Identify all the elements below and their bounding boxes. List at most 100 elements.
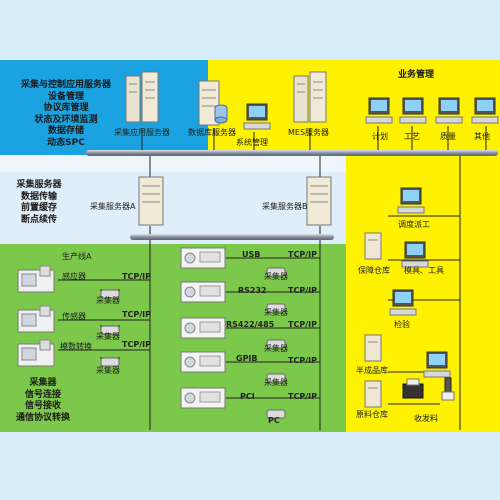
control-item: 设备管理 bbox=[47, 91, 84, 102]
feeding-label: 收发料 bbox=[414, 414, 438, 423]
line-a-device-label: 感应器 bbox=[62, 272, 86, 281]
machine-tool-icon bbox=[16, 304, 56, 340]
main-network-bus bbox=[86, 150, 498, 156]
control-item: 数据存储 bbox=[47, 126, 84, 136]
control-item: 动态SPC bbox=[47, 137, 85, 148]
collector-icon bbox=[266, 334, 286, 353]
computer-icon bbox=[435, 97, 463, 130]
collector-icon bbox=[100, 284, 120, 303]
computer-icon bbox=[397, 187, 425, 220]
computer-icon bbox=[365, 97, 393, 130]
interface-label: GPIB bbox=[236, 354, 258, 363]
app-server-label: 采集应用服务器 bbox=[114, 128, 170, 137]
zone-divider-right bbox=[346, 155, 500, 161]
computer-icon bbox=[243, 103, 271, 136]
machine-tool-icon bbox=[180, 280, 226, 308]
machine-protocol: TCP/IP bbox=[288, 392, 317, 401]
finished-label: 半成品库 bbox=[356, 366, 388, 375]
computer-icon bbox=[423, 351, 451, 384]
warehouse-icon bbox=[364, 380, 382, 412]
collect-item: 前置缓存 bbox=[20, 203, 57, 213]
line-a-device-label: 传感器 bbox=[62, 312, 86, 321]
collector-icon bbox=[100, 352, 120, 371]
interface-label: USB bbox=[242, 250, 261, 259]
business-terminal-label: 计划 bbox=[372, 132, 388, 141]
machine-collector-label: 采集器 bbox=[264, 308, 288, 317]
interface-label: RS232 bbox=[238, 286, 267, 295]
zone-divider bbox=[0, 155, 346, 172]
line-a-collector-label: 采集器 bbox=[96, 332, 120, 341]
raw-label: 原料仓库 bbox=[356, 410, 388, 419]
collector-icon bbox=[266, 298, 286, 317]
business-title: 业务管理 bbox=[398, 70, 435, 80]
machine-tool-icon bbox=[180, 386, 226, 414]
dispatch-label: 调度派工 bbox=[398, 220, 430, 229]
sys-mgmt-label: 系统管理 bbox=[236, 138, 268, 147]
line-a-title: 生产线A bbox=[62, 252, 92, 261]
field-functions: 采集器 信号连接 信号接收 通信协议转换 bbox=[8, 378, 78, 424]
machine-tool-icon bbox=[16, 338, 56, 374]
collector-icon bbox=[100, 320, 120, 339]
tools-label: 模具、工具 bbox=[404, 266, 444, 275]
business-terminal-label: 工艺 bbox=[404, 132, 420, 141]
machine-tool-icon bbox=[180, 246, 226, 274]
line-a-device-label: 模数转换 bbox=[60, 342, 92, 351]
field-item: 信号连接 bbox=[24, 389, 61, 400]
server-icon bbox=[198, 80, 220, 130]
server-icon bbox=[124, 71, 160, 132]
field-item: 信号接收 bbox=[24, 401, 61, 411]
data-server-label: 数据库服务器 bbox=[188, 128, 236, 137]
machine-protocol: TCP/IP bbox=[288, 320, 317, 329]
machine-tool-icon bbox=[180, 316, 226, 344]
field-zone bbox=[0, 244, 346, 432]
control-item: 状态及环境监测 bbox=[34, 114, 98, 125]
machine-collector-label: 采集器 bbox=[264, 378, 288, 387]
inspect-label: 检验 bbox=[394, 320, 410, 329]
collect-server-a-label: 采集服务器A bbox=[90, 202, 136, 211]
collector-icon bbox=[266, 404, 286, 423]
line-a-protocol: TCP/IP bbox=[122, 272, 151, 281]
machine-collector-label: 采集器 bbox=[264, 272, 288, 281]
field-item: 通信协议转换 bbox=[15, 412, 70, 423]
collect-server-b-label: 采集服务器B bbox=[262, 202, 308, 211]
control-zone bbox=[0, 60, 208, 155]
control-item: 协议库管理 bbox=[43, 103, 89, 113]
mes-server-label: MES服务器 bbox=[288, 128, 330, 137]
scanner-icon bbox=[440, 377, 456, 406]
business-terminal-label: 质量 bbox=[440, 132, 456, 141]
line-a-protocol: TCP/IP bbox=[122, 340, 151, 349]
collect-title: 采集服务器 bbox=[16, 180, 62, 190]
collect-item: 数据传输 bbox=[20, 191, 57, 202]
control-title: 采集与控制应用服务器 bbox=[20, 80, 111, 90]
machine-protocol: TCP/IP bbox=[288, 250, 317, 259]
interface-label: RS422/485 bbox=[226, 320, 275, 329]
pc-label: PC bbox=[268, 416, 280, 425]
interface-label: PCI bbox=[240, 392, 255, 401]
line-a-collector-label: 采集器 bbox=[96, 296, 120, 305]
collector-icon bbox=[266, 368, 286, 387]
collect-zone bbox=[0, 172, 346, 244]
server-icon bbox=[306, 176, 332, 230]
machine-tool-icon bbox=[180, 350, 226, 378]
machine-collector-label: 采集器 bbox=[264, 344, 288, 353]
machine-protocol: TCP/IP bbox=[288, 356, 317, 365]
collect-item: 断点续传 bbox=[20, 214, 57, 225]
warehouse-icon bbox=[364, 334, 382, 366]
machine-tool-icon bbox=[16, 264, 56, 300]
computer-icon bbox=[471, 97, 499, 130]
warehouse-icon bbox=[364, 232, 382, 264]
collector-icon bbox=[266, 262, 286, 281]
computer-icon bbox=[401, 241, 429, 274]
computer-icon bbox=[389, 289, 417, 322]
control-functions: 采集与控制应用服务器 设备管理 协议库管理 状态及环境监测 数据存储 动态SPC bbox=[6, 80, 126, 149]
line-a-protocol: TCP/IP bbox=[122, 310, 151, 319]
printer-icon bbox=[402, 378, 424, 404]
server-icon bbox=[138, 176, 164, 230]
tool-warehouse-label: 保障仓库 bbox=[358, 266, 390, 275]
server-icon bbox=[292, 71, 328, 132]
database-icon bbox=[214, 104, 228, 128]
field-title: 采集器 bbox=[29, 378, 57, 388]
machine-protocol: TCP/IP bbox=[288, 286, 317, 295]
business-terminal-label: 其他 bbox=[474, 132, 490, 141]
